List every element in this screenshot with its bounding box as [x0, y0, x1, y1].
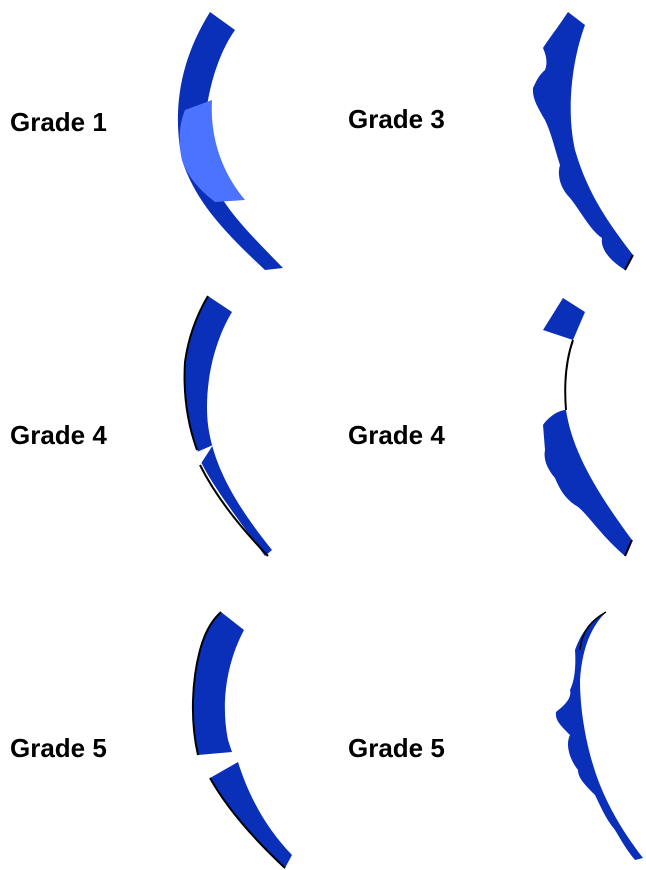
outline-edge	[579, 611, 607, 651]
outline-edge	[624, 539, 633, 557]
outline-edge-upper	[191, 611, 222, 756]
arc-remnant	[555, 612, 643, 860]
arc-segment-upper	[192, 612, 244, 755]
arc-grade-5-right	[555, 611, 643, 860]
arc-band	[177, 12, 283, 270]
grade-label-1: Grade 1	[10, 107, 107, 137]
outline-edge-lower	[209, 777, 286, 869]
outline-edge	[183, 295, 209, 451]
arc-segment-bottom	[543, 410, 632, 556]
grade-label-3: Grade 4	[10, 420, 107, 450]
outline-edge-lower	[199, 464, 269, 557]
arc-grade-4-left	[183, 295, 272, 557]
arc-grade-3	[532, 12, 634, 271]
lesion-highlight	[179, 100, 245, 202]
arc-band	[184, 296, 272, 556]
grade-label-5: Grade 5	[10, 733, 107, 763]
thin-outline-gap	[564, 339, 574, 411]
grade-label-6: Grade 5	[348, 733, 445, 763]
defect-notch	[197, 445, 213, 465]
arc-grade-4-right	[543, 298, 633, 557]
arc-grade-1	[177, 12, 283, 270]
grade-label-2: Grade 3	[348, 104, 445, 134]
outline-edge	[624, 254, 634, 271]
grade-label-4: Grade 4	[348, 420, 445, 450]
arc-grade-5-left	[191, 611, 292, 869]
arc-segment-top	[543, 298, 585, 340]
arc-band-eroded	[532, 12, 633, 270]
arc-segment-lower	[210, 762, 292, 868]
